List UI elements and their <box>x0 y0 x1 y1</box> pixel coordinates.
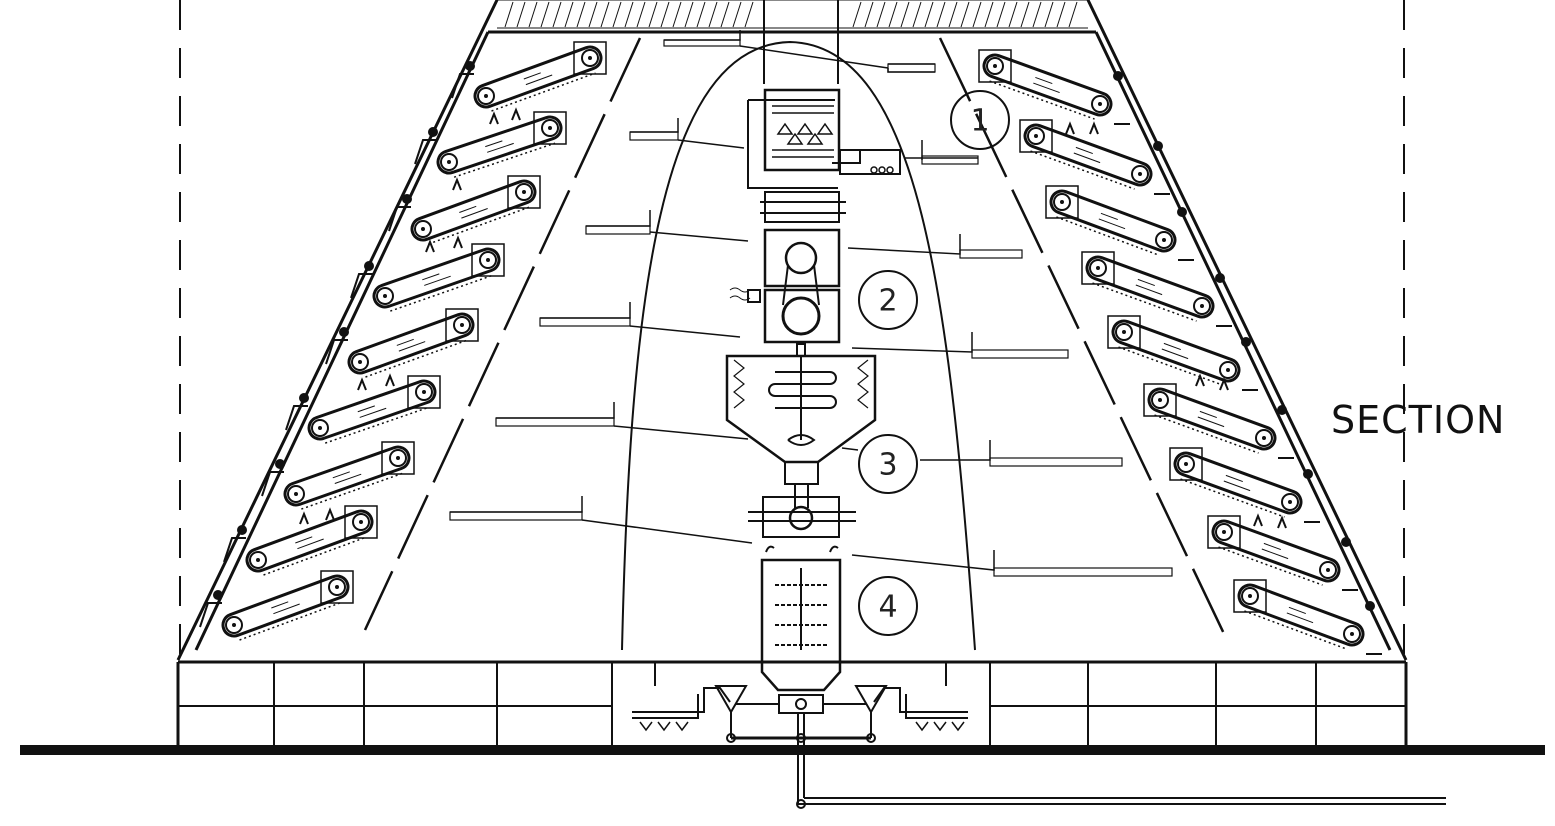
callout-2-label: 2 <box>878 284 897 319</box>
right-conveyor-belt <box>1019 119 1170 195</box>
left-conveyor-belt <box>350 243 505 312</box>
left-inner-rail <box>363 37 642 631</box>
ground-line <box>20 745 1545 755</box>
left-conveyor-belt <box>325 308 479 378</box>
distribution-piping <box>632 685 1446 809</box>
left-conveyor-belt <box>261 441 415 510</box>
leader-lines <box>449 30 1173 577</box>
left-conveyor-belt <box>414 111 567 178</box>
left-conveyor-belt <box>451 41 607 112</box>
callout-2: 2 <box>858 270 918 330</box>
right-conveyor-belt <box>1169 447 1320 523</box>
center-shafts <box>763 0 839 84</box>
callout-1: 1 <box>950 90 1010 150</box>
machine-storage-tank <box>748 496 856 714</box>
foundation-blocks <box>176 660 1408 746</box>
right-conveyor-stack <box>978 49 1382 655</box>
left-conveyor-stack <box>199 41 607 641</box>
machine-heat-exchanger <box>747 88 901 189</box>
right-conveyor-belt <box>1207 515 1358 591</box>
right-conveyor-belt <box>978 49 1130 125</box>
callout-4: 4 <box>858 576 918 636</box>
right-conveyor-belt <box>1045 185 1194 261</box>
right-inner-rail <box>938 37 1228 639</box>
right-conveyor-belt <box>1143 383 1294 459</box>
left-conveyor-belt <box>223 505 378 576</box>
left-conveyor-belt <box>388 175 541 245</box>
right-conveyor-belt <box>1107 315 1258 391</box>
right-conveyor-belt <box>1081 251 1232 327</box>
left-conveyor-belt <box>285 375 441 444</box>
right-conveyor-belt <box>1233 579 1382 655</box>
inner-dome <box>621 40 976 651</box>
callout-4-label: 4 <box>878 590 897 625</box>
callout-3: 3 <box>858 434 918 494</box>
building-shell <box>176 0 1408 661</box>
machine-mixing-hopper <box>725 354 877 508</box>
roof-skylight <box>497 0 1088 29</box>
callout-1-label: 1 <box>970 104 989 139</box>
callout-3-label: 3 <box>878 448 897 483</box>
left-conveyor-belt <box>199 570 354 641</box>
machine-motor-pulley <box>729 191 846 357</box>
section-title: SECTION <box>1331 398 1506 442</box>
